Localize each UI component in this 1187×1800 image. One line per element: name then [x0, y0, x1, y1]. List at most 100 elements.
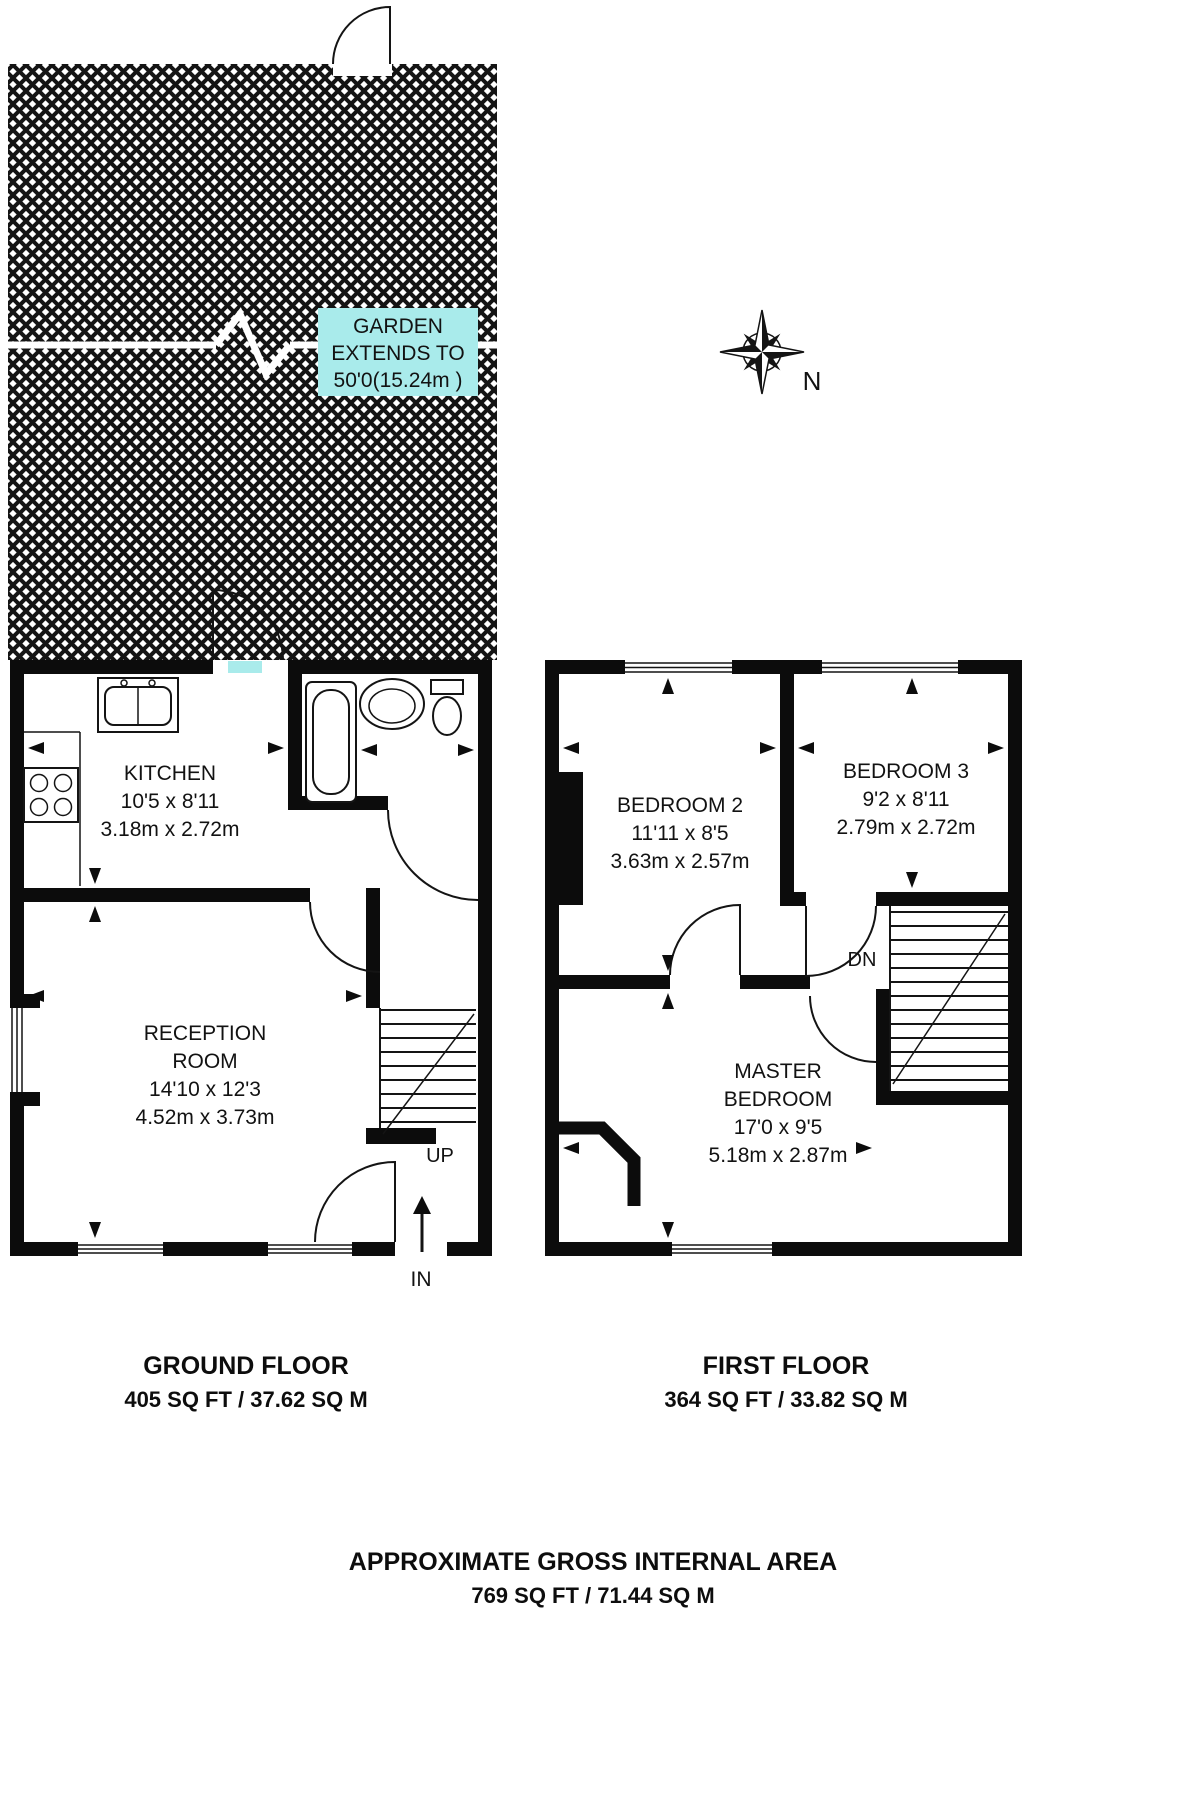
dim-arrow-left-icon: [563, 1142, 579, 1154]
entrance-in-label: IN: [411, 1268, 432, 1291]
garden-gate-gap: [333, 64, 392, 76]
garden-label-line1: GARDEN: [353, 315, 443, 338]
ground-floor-area: 405 SQ FT / 37.62 SQ M: [124, 1387, 367, 1412]
stair-direction-line: [892, 913, 1006, 1085]
bathroom-sink-basin: [368, 688, 416, 724]
dim-arrow-up-icon: [89, 906, 101, 922]
dim-arrow-right-icon: [346, 990, 362, 1002]
dim-arrow-down-icon: [662, 1222, 674, 1238]
master-label-line2: BEDROOM: [724, 1088, 833, 1111]
bedroom3-dim-metric: 2.79m x 2.72m: [837, 816, 976, 839]
dim-arrow-up-icon: [662, 678, 674, 694]
bedroom2-door-arc: [669, 903, 741, 976]
dimension-arrows-ground: [28, 742, 474, 1238]
dim-arrow-down-icon: [906, 872, 918, 888]
compass: N: [719, 309, 822, 396]
dim-arrow-right-icon: [458, 744, 474, 756]
bedroom2-dim-metric: 3.63m x 2.57m: [611, 850, 750, 873]
entrance-arrow-head-icon: [413, 1196, 431, 1214]
bathroom-door-arc: [387, 809, 479, 901]
footer-area: 769 SQ FT / 71.44 SQ M: [471, 1583, 714, 1608]
bedroom3-window: [822, 662, 958, 673]
bathroom-sink: [359, 678, 425, 730]
stair-treads: [380, 1009, 476, 1123]
garden-break-zigzag: [213, 307, 293, 381]
stove: [23, 767, 79, 823]
captions: GROUND FLOOR 405 SQ FT / 37.62 SQ M FIRS…: [124, 1352, 907, 1608]
back-door-step: [228, 661, 262, 673]
dim-arrow-down-icon: [89, 868, 101, 884]
ground-windows: [11, 1008, 352, 1254]
bedroom2-dim-imperial: 11'11 x 8'5: [631, 822, 728, 845]
chimney-breast-bedroom2: [559, 772, 583, 905]
reception-dim-metric: 4.52m x 3.73m: [136, 1106, 275, 1129]
ground-floor-title: GROUND FLOOR: [143, 1352, 349, 1380]
burner-icon: [29, 773, 49, 793]
master-door-arc: [809, 995, 877, 1063]
garden-gate-door-arc: [332, 5, 391, 65]
dim-arrow-left-icon: [563, 742, 579, 754]
dim-arrow-left-icon: [798, 742, 814, 754]
master-dim-metric: 5.18m x 2.87m: [709, 1144, 848, 1167]
stair-treads: [890, 911, 1008, 1081]
entrance-arrow: [413, 1196, 431, 1252]
garden: GARDEN EXTENDS TO 50'0(15.24m ): [8, 5, 497, 660]
first-stairs: [889, 906, 1008, 1091]
ground-openings: [10, 660, 447, 1256]
reception-side-window: [11, 1008, 23, 1092]
toilet-cistern: [430, 679, 464, 695]
dim-arrow-left-icon: [361, 744, 377, 756]
ground-door-arcs: [212, 588, 479, 1243]
first-walls: [545, 660, 1022, 1256]
dim-arrow-down-icon: [89, 1222, 101, 1238]
first-floor-title: FIRST FLOOR: [703, 1352, 870, 1380]
ground-stairs: [379, 1008, 476, 1135]
reception-label-line1: RECEPTION: [144, 1022, 267, 1045]
footer-title: APPROXIMATE GROSS INTERNAL AREA: [349, 1548, 837, 1576]
compass-shading: [720, 310, 804, 394]
ground-floor-plan: KITCHEN 10'5 x 8'11 3.18m x 2.72m RECEPT…: [10, 588, 492, 1291]
dim-arrow-up-icon: [662, 993, 674, 1009]
dimension-arrows-first: [563, 678, 1004, 1238]
chimney-breast-master: [559, 1121, 641, 1206]
burner-icon: [53, 797, 73, 817]
compass-north-label: N: [803, 366, 822, 396]
kitchen-dim-metric: 3.18m x 2.72m: [101, 818, 240, 841]
garden-label-line2: EXTENDS TO: [331, 342, 464, 365]
dim-arrow-up-icon: [906, 678, 918, 694]
kitchen-dim-imperial: 10'5 x 8'11: [121, 790, 220, 813]
dim-arrow-left-icon: [28, 990, 44, 1002]
stair-direction-line: [382, 1013, 475, 1135]
kitchen-label: KITCHEN: [124, 762, 216, 785]
toilet-bowl: [432, 696, 462, 736]
ground-walls: [10, 660, 492, 1256]
dim-arrow-right-icon: [856, 1142, 872, 1154]
burner-icon: [53, 773, 73, 793]
master-dim-imperial: 17'0 x 9'5: [734, 1116, 823, 1139]
dim-arrow-right-icon: [268, 742, 284, 754]
bedroom2-window: [625, 662, 732, 673]
master-label-line1: MASTER: [734, 1060, 822, 1083]
kitchen-tap-icon: [120, 679, 128, 687]
dim-arrow-right-icon: [760, 742, 776, 754]
hall-door-arc: [309, 901, 381, 973]
kitchen-counter-line: [24, 731, 81, 886]
kitchen-tap-icon: [148, 679, 156, 687]
reception-dim-imperial: 14'10 x 12'3: [149, 1078, 261, 1101]
reception-window-2: [268, 1244, 352, 1254]
first-windows: [625, 662, 958, 1254]
first-floor-area: 364 SQ FT / 33.82 SQ M: [664, 1387, 907, 1412]
dim-arrow-down-icon: [662, 955, 674, 971]
garden-label-line3: 50'0(15.24m ): [334, 369, 463, 392]
bathroom-fixtures: [305, 678, 464, 803]
front-door-arc: [314, 1160, 396, 1243]
back-door-arc: [212, 588, 284, 661]
first-floor-plan: BEDROOM 2 11'11 x 8'5 3.63m x 2.57m BEDR…: [545, 660, 1022, 1256]
kitchen-fixtures: [23, 677, 179, 886]
dim-arrow-left-icon: [28, 742, 44, 754]
master-window: [672, 1244, 772, 1254]
bathtub-inner: [312, 689, 350, 795]
bedroom3-dim-imperial: 9'2 x 8'11: [862, 788, 949, 811]
